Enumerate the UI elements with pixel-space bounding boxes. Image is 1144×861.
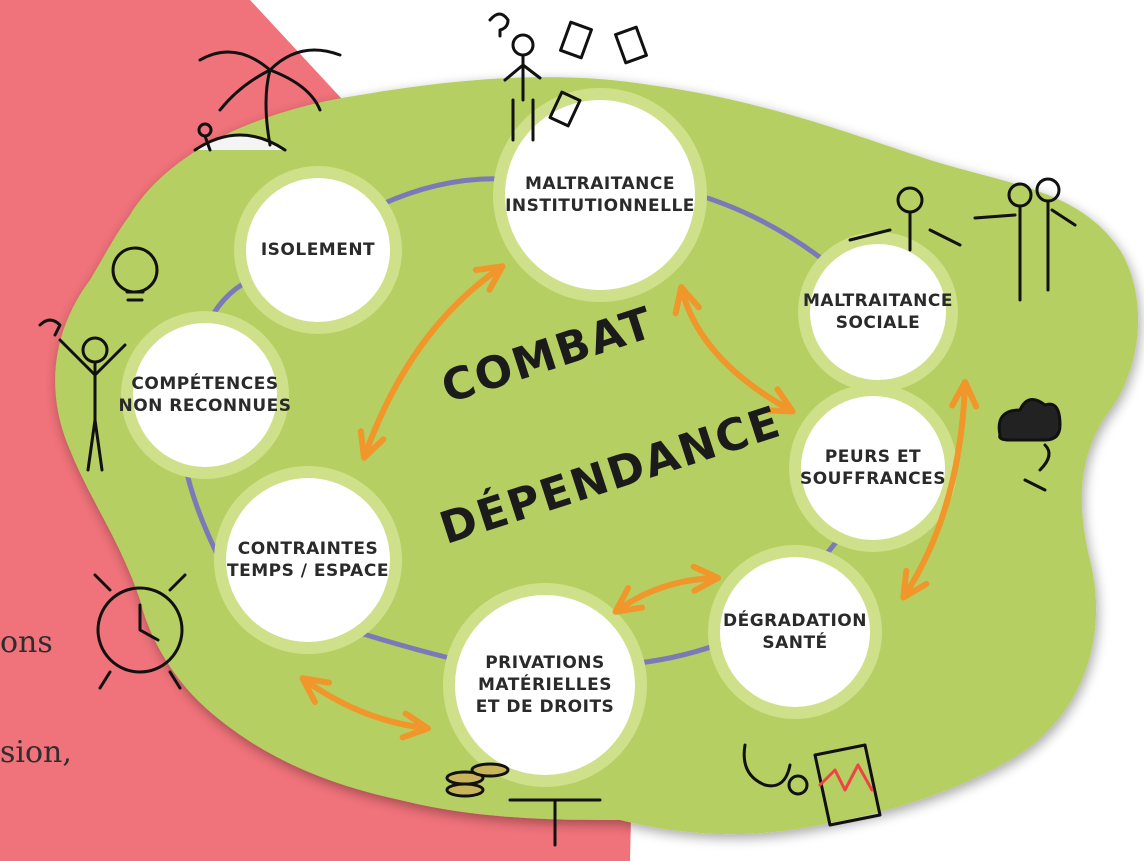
- node-circle-degradation-sante: [720, 557, 870, 707]
- pointing-people-icon: [848, 177, 1077, 302]
- coins-scale-icon: [445, 762, 602, 847]
- questioning-person-with-documents-icon: [488, 12, 648, 142]
- stethoscope-chart-icon: [742, 743, 882, 827]
- alarm-clock-icon: [93, 573, 187, 690]
- node-label-degradation-sante: DÉGRADATION SANTÉ: [723, 611, 867, 653]
- arrow-combat-left: [357, 263, 506, 461]
- node-circle-contraintes: [226, 478, 390, 642]
- rain-cloud-icon: [997, 398, 1062, 492]
- palm-tree-island-icon: [193, 48, 342, 152]
- node-circle-maltraitance-institutionnelle: [505, 100, 695, 290]
- bidirectional-arrows: [299, 263, 980, 741]
- lightbulb-wrench-person-icon: [38, 246, 159, 472]
- arrow-peurs-sante: [900, 379, 980, 601]
- arrow-combat-right: [672, 284, 796, 415]
- arrow-privations-sante: [612, 563, 721, 615]
- node-circle-isolement: [246, 178, 390, 322]
- background-text-line2: sion,: [0, 735, 72, 770]
- node-label-maltraitance-institutionnelle: MALTRAITANCE INSTITUTIONNELLE: [505, 174, 695, 216]
- node-label-privations: PRIVATIONS MATÉRIELLES ET DE DROITS: [475, 653, 615, 717]
- arrow-contraintes-privations: [299, 675, 431, 741]
- node-circle-competences: [133, 323, 277, 467]
- node-label-competences: COMPÉTENCES NON RECONNUES: [118, 374, 292, 416]
- node-label-isolement: ISOLEMENT: [260, 240, 376, 260]
- node-circle-maltraitance-sociale: [810, 244, 946, 380]
- node-circle-privations: [455, 595, 635, 775]
- node-label-peurs-souffrances: PEURS ET SOUFFRANCES: [799, 447, 947, 489]
- node-label-contraintes: CONTRAINTES TEMPS / ESPACE: [227, 539, 389, 581]
- node-label-maltraitance-sociale: MALTRAITANCE SOCIALE: [802, 291, 954, 333]
- background-text-line1: ons: [0, 625, 53, 660]
